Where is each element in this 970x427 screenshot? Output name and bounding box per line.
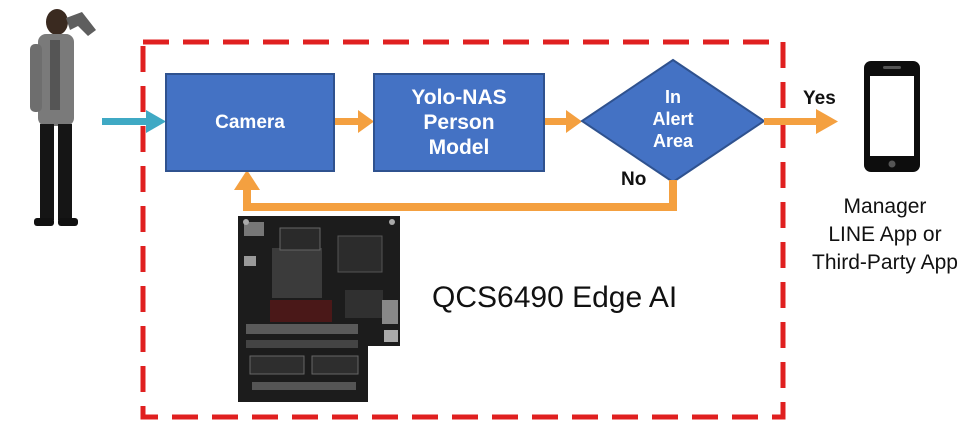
recipient-label-line-2: LINE App or bbox=[828, 223, 942, 246]
person-figure-icon bbox=[30, 9, 96, 226]
recipient-label: Manager LINE App or Third-Party App bbox=[800, 193, 970, 277]
decision-label-line-1: In bbox=[665, 87, 681, 107]
decision-label-line-2: Alert bbox=[652, 109, 694, 129]
model-box: Yolo-NAS Person Model bbox=[373, 73, 545, 172]
model-label: Yolo-NAS Person Model bbox=[411, 86, 507, 159]
device-label: QCS6490 Edge AI bbox=[432, 281, 678, 314]
recipient-label-line-1: Manager bbox=[843, 195, 927, 218]
decision-label-line-3: Area bbox=[652, 131, 694, 151]
arrow-no-feedback bbox=[234, 170, 677, 211]
recipient-label-line-3: Third-Party App bbox=[812, 251, 958, 274]
circuit-board-image bbox=[238, 216, 400, 402]
decision-label: In Alert Area bbox=[623, 86, 723, 152]
yes-label: Yes bbox=[803, 88, 836, 109]
camera-box: Camera bbox=[165, 73, 335, 172]
edge-boundary bbox=[140, 39, 786, 420]
no-label: No bbox=[621, 169, 647, 190]
input-arrow bbox=[102, 110, 166, 133]
smartphone-icon bbox=[864, 61, 920, 172]
arrow-camera-to-model bbox=[334, 110, 374, 133]
arrow-model-to-decision bbox=[544, 110, 582, 133]
camera-label: Camera bbox=[215, 111, 285, 133]
arrow-yes bbox=[764, 109, 838, 134]
